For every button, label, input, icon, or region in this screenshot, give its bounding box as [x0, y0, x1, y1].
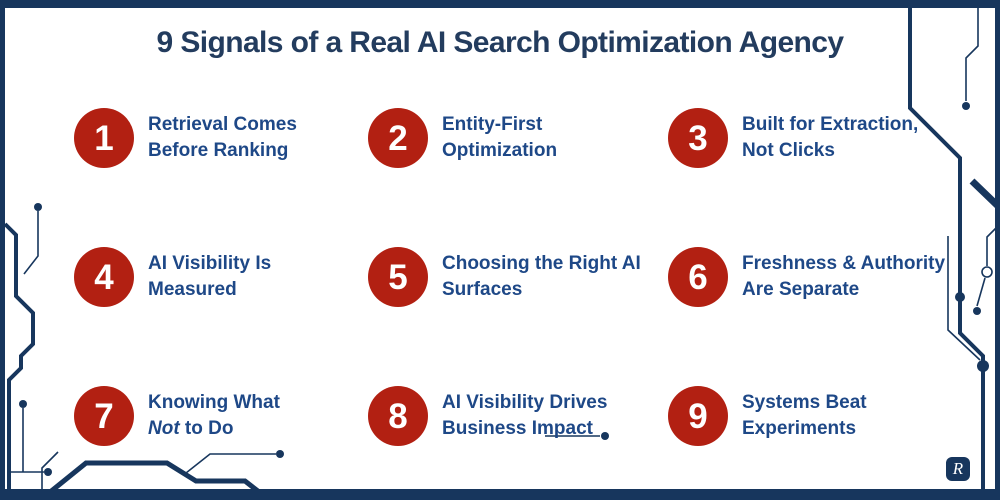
number-badge-3: 3: [668, 108, 728, 168]
label-line2: Are Separate: [742, 279, 860, 300]
badge-number: 4: [94, 257, 114, 297]
label-line1: Knowing What: [148, 391, 280, 413]
top-border-bar: [0, 0, 1000, 8]
page-title: 9 Signals of a Real AI Search Optimizati…: [156, 26, 845, 59]
label-line1: Choosing the Right AI: [442, 252, 641, 274]
label-line1: AI Visibility Is: [148, 252, 272, 274]
label-line2: Surfaces: [442, 279, 523, 300]
label-line2: Optimization: [442, 140, 558, 161]
label-line2-em: Not: [148, 418, 180, 439]
label-line1: Freshness & Authority: [742, 252, 946, 274]
signal-label-3: Built for Extraction, Not Clicks: [742, 112, 918, 164]
number-badge-1: 1: [74, 108, 134, 168]
badge-number: 2: [388, 118, 408, 158]
brand-logo: R: [946, 457, 970, 481]
signal-label-4: AI Visibility Is Measured: [148, 251, 271, 303]
signal-item-4: 4 AI Visibility Is Measured: [74, 247, 374, 307]
badge-number: 1: [94, 118, 114, 158]
label-line2: Not Clicks: [742, 140, 835, 161]
number-badge-9: 9: [668, 386, 728, 446]
number-badge-2: 2: [368, 108, 428, 168]
label-line1: Entity-First: [442, 113, 543, 135]
label-line1: Retrieval Comes: [148, 113, 297, 135]
badge-number: 3: [688, 118, 708, 158]
signal-label-5: Choosing the Right AI Surfaces: [442, 251, 641, 303]
left-border: [0, 0, 5, 500]
number-badge-8: 8: [368, 386, 428, 446]
number-badge-6: 6: [668, 247, 728, 307]
number-badge-7: 7: [74, 386, 134, 446]
badge-number: 6: [688, 257, 708, 297]
label-line2: Experiments: [742, 418, 857, 439]
badge-number: 8: [388, 396, 408, 436]
label-line2: to Do: [179, 418, 234, 439]
label-line2: Business Impact: [442, 418, 593, 439]
circuit-left: [3, 203, 59, 497]
signal-item-3: 3 Built for Extraction, Not Clicks: [668, 108, 968, 168]
label-line1: Built for Extraction,: [742, 113, 919, 135]
badge-number: 5: [388, 257, 408, 297]
bottom-border-bar: [0, 489, 1000, 500]
number-badge-4: 4: [74, 247, 134, 307]
label-line2: Measured: [148, 279, 237, 300]
right-border: [995, 0, 1000, 500]
signal-item-5: 5 Choosing the Right AI Surfaces: [368, 247, 668, 307]
label-line1: AI Visibility Drives: [442, 391, 608, 413]
brand-logo-letter: R: [952, 458, 964, 478]
number-badge-5: 5: [368, 247, 428, 307]
badge-number: 9: [688, 396, 708, 436]
circuit-right: [908, 4, 1000, 492]
label-line2: Before Ranking: [148, 140, 289, 161]
badge-number: 7: [94, 396, 114, 436]
label-line1: Systems Beat: [742, 391, 867, 413]
